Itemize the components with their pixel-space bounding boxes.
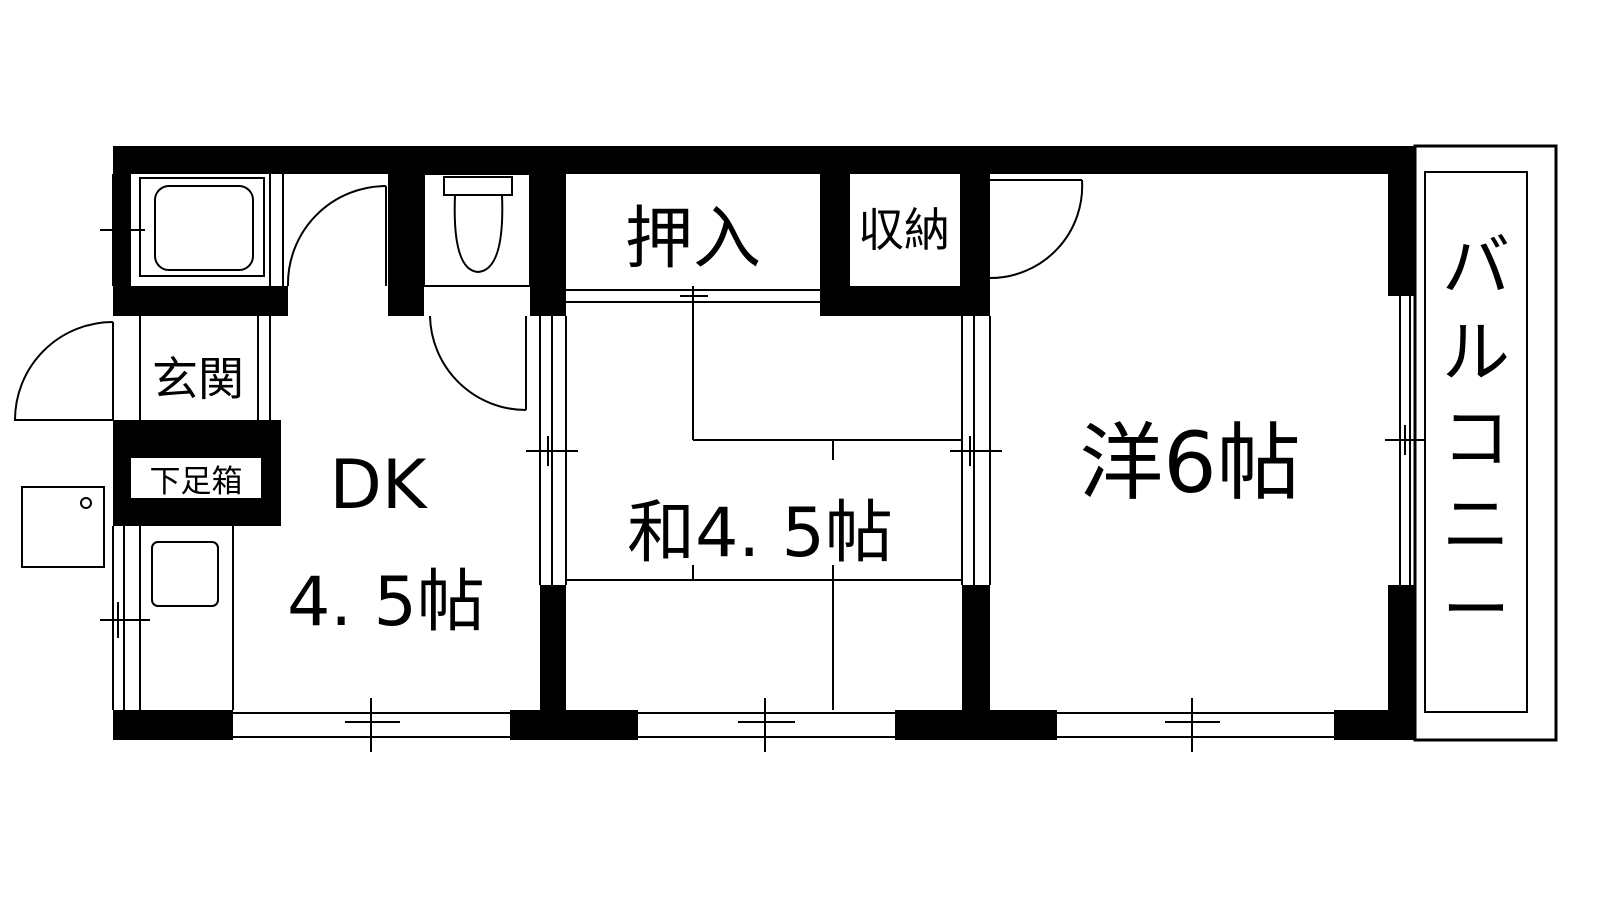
toilet	[423, 173, 531, 287]
label-dk: DK	[330, 446, 429, 525]
bathtub	[139, 177, 265, 277]
balcony	[1413, 144, 1558, 742]
balcony-char: コ	[1442, 400, 1510, 479]
label-getabako: 下足箱	[150, 464, 243, 500]
label-genkan: 玄関	[152, 352, 244, 406]
label-shuno: 収納	[858, 203, 950, 257]
balcony-char: バ	[1442, 228, 1510, 307]
balcony-char: ル	[1442, 314, 1510, 393]
balcony-char: ニ	[1442, 486, 1510, 565]
outdoor-unit	[21, 486, 105, 568]
label-oshiire: 押入	[625, 200, 761, 279]
room-labels: DK 4. 5帖 和4. 5帖 洋6帖 押入 収納 玄関 下足箱	[131, 200, 1301, 642]
thin-lines	[100, 174, 1425, 752]
interior-walls	[113, 146, 990, 740]
kitchen-sink	[151, 541, 219, 607]
balcony-char: ー	[1442, 572, 1510, 651]
label-yoshitsu: 洋6帖	[1079, 414, 1300, 512]
doors	[13, 179, 1084, 421]
label-washitsu: 和4. 5帖	[627, 494, 893, 573]
label-dk-size: 4. 5帖	[287, 563, 485, 642]
